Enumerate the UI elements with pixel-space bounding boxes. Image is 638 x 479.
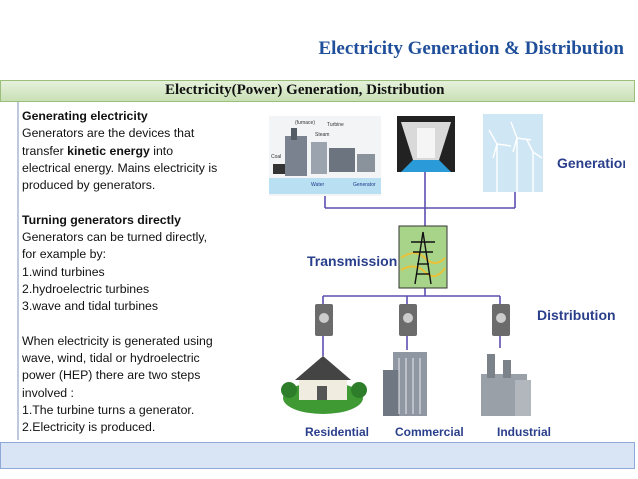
slide-title: Electricity Generation & Distribution — [318, 38, 624, 59]
text-line: produced by generators. — [22, 178, 156, 193]
text-line: Generators are the devices that — [22, 126, 195, 141]
plant-coal-label: Coal — [271, 154, 281, 160]
distribution-label: Distribution — [537, 307, 616, 323]
plant-steam-label: Steam — [315, 132, 329, 138]
power-plant-icon: (furnace) Turbine Steam Coal Water Gener… — [269, 116, 381, 196]
meter-icon — [315, 304, 333, 336]
house-icon — [281, 356, 367, 414]
text-line: power (HEP) there are two steps — [22, 368, 201, 383]
list-item: 2.Electricity is produced. — [22, 420, 156, 435]
text-line: involved : — [22, 385, 74, 400]
power-grid-diagram: (furnace) Turbine Steam Coal Water Gener… — [269, 114, 625, 439]
plant-generator-label: Generator — [353, 182, 376, 188]
list-item: 1.wind turbines — [22, 264, 105, 279]
text-line: for example by: — [22, 247, 107, 262]
meter-icon — [399, 304, 417, 336]
text-line: wave, wind, tidal or hydroelectric — [22, 351, 200, 366]
office-building-icon — [383, 352, 427, 416]
slide-subtitle: Electricity(Power) Generation, Distribut… — [165, 82, 445, 98]
list-item: 2.hydroelectric turbines — [22, 281, 150, 296]
heading-turning-generators: Turning generators directly — [22, 212, 181, 227]
left-border-line — [17, 102, 19, 440]
text-line: Generators can be turned directly, — [22, 230, 208, 245]
list-item: 1.The turbine turns a generator. — [22, 403, 195, 418]
plant-furnace-label: (furnace) — [295, 120, 315, 126]
residential-label: Residential — [305, 425, 369, 439]
factory-icon — [481, 354, 531, 416]
hydro-dam-icon — [397, 116, 455, 172]
list-item: 3.wave and tidal turbines — [22, 299, 159, 314]
industrial-label: Industrial — [497, 425, 551, 439]
text-line: When electricity is generated using — [22, 333, 213, 348]
commercial-label: Commercial — [395, 425, 464, 439]
kinetic-energy-term: kinetic energy — [67, 143, 150, 158]
transmission-tower-icon — [398, 225, 448, 289]
text-panel: Generating electricity Generators are th… — [22, 108, 257, 437]
subtitle-bar — [0, 80, 635, 102]
footer-bar — [0, 442, 635, 469]
plant-turbine-label: Turbine — [327, 122, 344, 128]
generation-label: Generation — [557, 155, 625, 171]
wind-turbines-icon — [483, 114, 543, 192]
text-line: transfer kinetic energy into — [22, 143, 174, 158]
text-line: electrical energy. Mains electricity is — [22, 160, 218, 175]
connection-lines — [322, 170, 516, 356]
transmission-label: Transmission — [307, 253, 397, 269]
heading-generating-electricity: Generating electricity — [22, 109, 148, 123]
plant-water-label: Water — [311, 182, 324, 188]
meter-icon — [492, 304, 510, 336]
